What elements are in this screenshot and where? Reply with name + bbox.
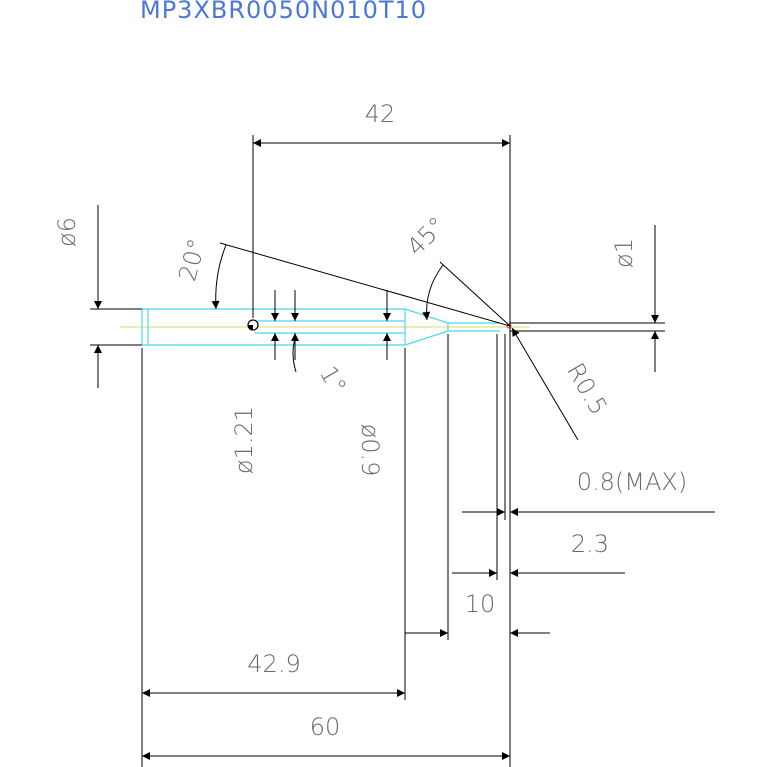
dim-10: 10	[465, 590, 496, 618]
dim-radius-0-5: R0.5	[561, 358, 613, 419]
dim-0-8-max: 0.8(MAX)	[577, 468, 687, 496]
tip-point	[506, 323, 512, 329]
dim-42-9: 42.9	[247, 650, 300, 678]
dim-angle-20: 20°	[173, 236, 211, 284]
part-number-title: MP3XBR0050N010T10	[140, 0, 428, 24]
datum-fill	[248, 325, 253, 330]
dim-phi1-21: ø1.21	[230, 406, 258, 474]
dim-phi6: ø6	[53, 217, 81, 247]
dim-angle-1: 1°	[314, 361, 352, 399]
dim-60: 60	[310, 713, 341, 741]
dim-phi1: ø1	[610, 238, 638, 268]
dimension-lines	[90, 135, 715, 767]
dim-angle-45: 45°	[401, 211, 451, 261]
dim-2-3: 2.3	[571, 530, 609, 558]
dim-42: 42	[365, 100, 396, 128]
dim-phi0-9: ø0.9	[356, 424, 384, 477]
